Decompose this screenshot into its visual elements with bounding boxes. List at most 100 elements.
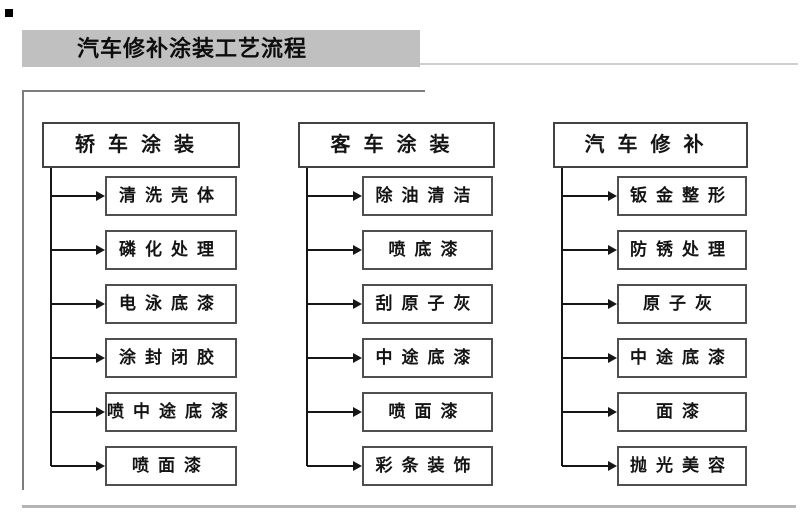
- arrow-shaft: [562, 411, 610, 413]
- process-step-label: 除油清洁: [375, 186, 480, 205]
- process-step-box: 喷中途底漆: [105, 392, 237, 432]
- arrow-head-icon: [96, 299, 105, 309]
- arrow-shaft: [51, 249, 98, 251]
- connector-arrow: [51, 461, 105, 471]
- arrow-shaft: [307, 411, 355, 413]
- connector-arrow: [307, 461, 362, 471]
- arrow-shaft: [307, 195, 355, 197]
- arrow-head-icon: [96, 461, 105, 471]
- process-step-label: 喷中途底漆: [107, 402, 237, 421]
- process-step-label: 磷化处理: [119, 240, 223, 259]
- process-step-box: 防锈处理: [617, 230, 747, 270]
- arrow-shaft: [562, 303, 610, 305]
- process-step-box: 钣金整形: [617, 176, 747, 216]
- title-banner: 汽车修补涂装工艺流程: [22, 30, 420, 67]
- arrow-head-icon: [608, 461, 617, 471]
- process-step-label: 电泳底漆: [119, 294, 223, 313]
- connector-arrow: [307, 407, 362, 417]
- column-header-label: 客车涂装: [330, 134, 463, 156]
- connector-arrow: [562, 191, 617, 201]
- arrow-shaft: [51, 195, 98, 197]
- process-step-label: 刮原子灰: [375, 294, 480, 313]
- process-step-box: 喷面漆: [362, 392, 493, 432]
- connector-arrow: [51, 299, 105, 309]
- process-step-label: 喷底漆: [388, 240, 467, 259]
- process-step-box: 原子灰: [617, 284, 747, 324]
- arrow-head-icon: [96, 407, 105, 417]
- page-title: 汽车修补涂装工艺流程: [77, 36, 308, 61]
- connector-arrow: [562, 245, 617, 255]
- process-step-label: 彩条装饰: [375, 456, 480, 475]
- process-step-label: 清洗壳体: [119, 186, 223, 205]
- arrow-shaft: [562, 465, 610, 467]
- arrow-head-icon: [608, 407, 617, 417]
- connector-arrow: [562, 353, 617, 363]
- process-step-box: 刮原子灰: [362, 284, 493, 324]
- process-step-label: 抛光美容: [630, 456, 734, 475]
- frame-left-line: [22, 90, 24, 490]
- arrow-head-icon: [353, 191, 362, 201]
- footer-line: [22, 505, 796, 508]
- arrow-head-icon: [608, 299, 617, 309]
- arrow-shaft: [51, 303, 98, 305]
- bullet-marker: [5, 9, 13, 17]
- process-step-label: 防锈处理: [630, 240, 734, 259]
- arrow-shaft: [307, 357, 355, 359]
- process-step-label: 中途底漆: [630, 348, 734, 367]
- process-step-label: 原子灰: [643, 294, 721, 313]
- arrow-shaft: [51, 411, 98, 413]
- arrow-head-icon: [96, 353, 105, 363]
- connector-arrow: [307, 245, 362, 255]
- process-step-box: 除油清洁: [362, 176, 493, 216]
- process-step-label: 涂封闭胶: [119, 348, 223, 367]
- arrow-shaft: [562, 249, 610, 251]
- column-header-box: 客车涂装: [298, 122, 495, 168]
- process-step-box: 抛光美容: [617, 446, 747, 486]
- column-header-label: 轿车涂装: [75, 134, 207, 156]
- connector-arrow: [307, 191, 362, 201]
- connector-arrow: [51, 353, 105, 363]
- arrow-head-icon: [353, 461, 362, 471]
- connector-vertical-line: [561, 166, 563, 466]
- process-step-box: 中途底漆: [362, 338, 493, 378]
- process-step-label: 中途底漆: [375, 348, 480, 367]
- process-step-box: 面漆: [617, 392, 747, 432]
- connector-arrow: [562, 299, 617, 309]
- connector-arrow: [307, 353, 362, 363]
- process-step-box: 喷底漆: [362, 230, 493, 270]
- process-step-label: 喷面漆: [388, 402, 467, 421]
- arrow-head-icon: [608, 191, 617, 201]
- process-step-label: 面漆: [656, 402, 708, 421]
- arrow-shaft: [562, 357, 610, 359]
- column-header-box: 汽车修补: [553, 122, 748, 168]
- connector-arrow: [51, 191, 105, 201]
- frame-top-line: [22, 90, 425, 92]
- connector-arrow: [562, 407, 617, 417]
- process-step-label: 喷面漆: [132, 456, 210, 475]
- connector-arrow: [51, 245, 105, 255]
- process-step-box: 中途底漆: [617, 338, 747, 378]
- connector-arrow: [307, 299, 362, 309]
- arrow-shaft: [562, 195, 610, 197]
- process-step-box: 清洗壳体: [105, 176, 237, 216]
- process-step-label: 钣金整形: [630, 186, 734, 205]
- arrow-head-icon: [96, 245, 105, 255]
- connector-arrow: [51, 407, 105, 417]
- column-header-label: 汽车修补: [584, 134, 717, 156]
- process-step-box: 电泳底漆: [105, 284, 237, 324]
- process-step-box: 彩条装饰: [362, 446, 493, 486]
- connector-vertical-line: [306, 166, 308, 466]
- arrow-shaft: [307, 465, 355, 467]
- process-step-box: 喷面漆: [105, 446, 237, 486]
- arrow-head-icon: [353, 407, 362, 417]
- process-step-box: 磷化处理: [105, 230, 237, 270]
- process-step-box: 涂封闭胶: [105, 338, 237, 378]
- connector-arrow: [562, 461, 617, 471]
- arrow-head-icon: [608, 245, 617, 255]
- arrow-head-icon: [353, 299, 362, 309]
- arrow-shaft: [51, 357, 98, 359]
- arrow-head-icon: [353, 353, 362, 363]
- column-header-box: 轿车涂装: [42, 122, 240, 168]
- arrow-head-icon: [96, 191, 105, 201]
